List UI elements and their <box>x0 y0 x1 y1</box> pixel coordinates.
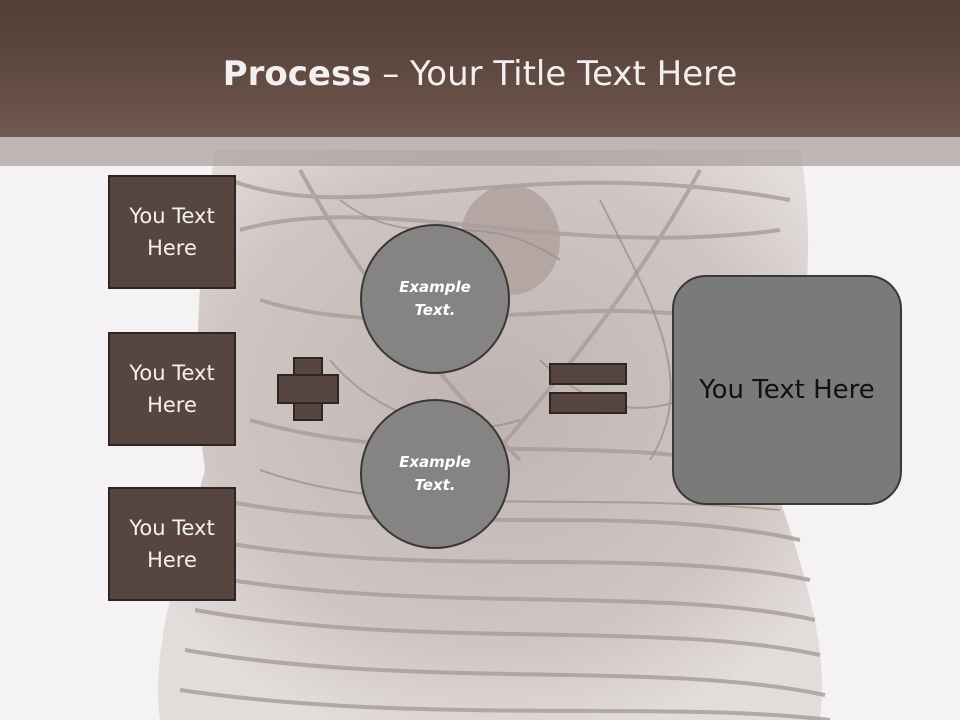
plus-icon-center <box>295 376 321 402</box>
example-circle-1[interactable]: Example Text. <box>360 224 510 374</box>
result-box[interactable]: You Text Here <box>672 275 902 505</box>
result-box-label: You Text Here <box>699 375 875 405</box>
title-bar <box>0 0 960 137</box>
equals-icon-bottom-bar <box>549 392 627 414</box>
text-box-1[interactable]: You Text Here <box>108 175 236 289</box>
text-box-3[interactable]: You Text Here <box>108 487 236 601</box>
slide-title-rest: – Your Title Text Here <box>371 54 738 94</box>
example-circle-2-label: Example Text. <box>399 453 471 494</box>
example-circle-1-label: Example Text. <box>399 278 471 319</box>
title-bar-accent-band <box>0 137 960 166</box>
slide-title[interactable]: Process – Your Title Text Here <box>0 50 960 98</box>
text-box-3-label: You Text Here <box>129 516 215 572</box>
text-box-2[interactable]: You Text Here <box>108 332 236 446</box>
text-box-1-label: You Text Here <box>129 204 215 260</box>
slide-title-bold: Process <box>222 54 372 94</box>
example-circle-2[interactable]: Example Text. <box>360 399 510 549</box>
equals-icon-top-bar <box>549 363 627 385</box>
text-box-2-label: You Text Here <box>129 361 215 417</box>
